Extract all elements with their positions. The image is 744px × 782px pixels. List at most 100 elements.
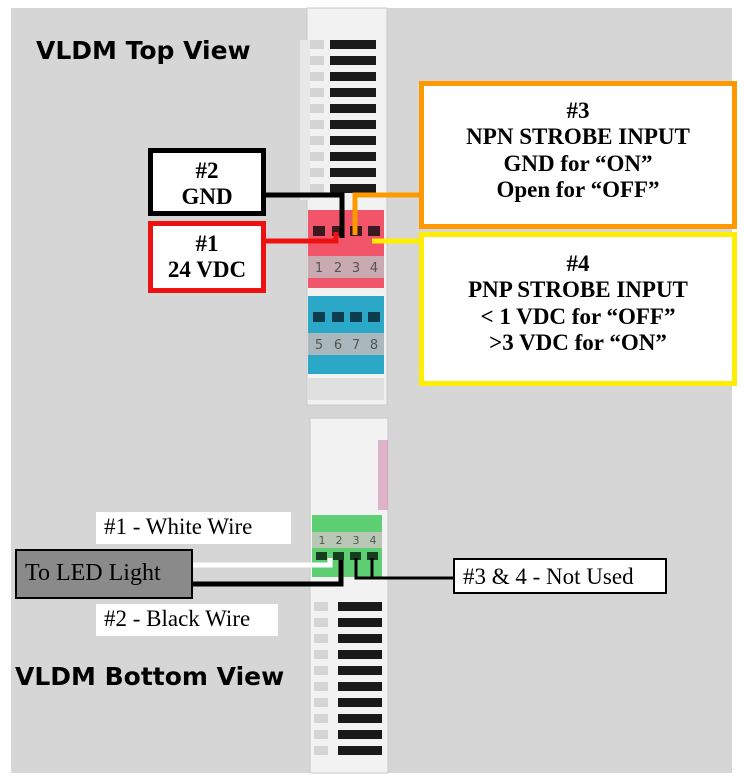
terminal-socket (313, 312, 325, 322)
terminal-socket (332, 226, 344, 236)
vent-slot (338, 698, 382, 707)
vent-rib (310, 56, 324, 65)
to-led-light-box: To LED Light (15, 549, 193, 599)
vent-rib (314, 666, 328, 675)
terminal-socket (316, 552, 327, 560)
terminal-socket (313, 226, 325, 236)
bottom-terminal-3-number: 3 (353, 534, 360, 547)
bottom-module-edge (378, 440, 388, 510)
vent-slot (338, 682, 382, 691)
vent-rib (310, 136, 324, 145)
wire-pin3-orange (352, 192, 421, 235)
vent-rib (310, 184, 324, 193)
vent-rib (314, 602, 328, 611)
red-terminal-numbers-strip (308, 256, 384, 278)
wire-white (190, 558, 333, 568)
vent-rib (314, 746, 328, 755)
top-terminal-8-number: 8 (370, 338, 378, 353)
bottom-terminal-1-number: 1 (319, 534, 326, 547)
bottom-module-body (309, 417, 389, 774)
vent-slot (338, 746, 382, 755)
vent-rib (310, 40, 324, 49)
top-terminal-5-number: 5 (315, 338, 323, 353)
terminal-socket (367, 552, 378, 560)
top-module-side-rib (300, 40, 310, 200)
vent-slot (338, 650, 382, 659)
terminal-socket (350, 552, 361, 560)
vent-slot (338, 634, 382, 643)
vent-rib (314, 618, 328, 627)
vent-rib (314, 714, 328, 723)
callout-pin1-24vdc: #1 24 VDC (148, 221, 266, 293)
green-terminal-sockets (316, 552, 378, 560)
wire-black (190, 560, 344, 587)
green-terminal-numbers-strip (312, 532, 382, 548)
callout-pin1-text: 24 VDC (167, 257, 247, 283)
bottom-vent-slots (314, 602, 382, 755)
callout-pin1-number: #1 (195, 231, 219, 256)
vent-slot (330, 168, 376, 177)
vent-slot (330, 152, 376, 161)
vent-rib (310, 88, 324, 97)
callout-pin3-number: #3 (566, 98, 590, 123)
black-wire-label: #2 - Black Wire (96, 604, 278, 636)
callout-pin3-on: GND for “ON” (503, 150, 653, 176)
vent-slot (330, 184, 376, 193)
vent-rib (310, 104, 324, 113)
not-used-label: #3 & 4 - Not Used (453, 558, 667, 594)
vent-rib (314, 634, 328, 643)
top-terminal-3-number: 3 (352, 261, 360, 276)
vent-rib (310, 168, 324, 177)
wire-not-used-3 (354, 558, 454, 580)
vent-rib (310, 120, 324, 129)
vent-rib (310, 72, 324, 81)
vent-slot (330, 136, 376, 145)
white-wire-label: #1 - White Wire (96, 512, 291, 544)
terminal-socket (368, 226, 380, 236)
vent-slot (330, 120, 376, 129)
callout-pin4-number: #4 (566, 251, 590, 276)
vent-rib (314, 698, 328, 707)
top-vent-slots (310, 40, 376, 193)
bottom-view-title: VLDM Bottom View (15, 662, 285, 691)
callout-pin4-pnp: #4 PNP STROBE INPUT < 1 VDC for “OFF” >3… (419, 232, 737, 386)
callout-pin2-number: #2 (195, 158, 219, 183)
vent-slot (330, 104, 376, 113)
callout-pin4-title: PNP STROBE INPUT (468, 277, 688, 303)
wire-pin2-black (264, 192, 345, 238)
top-module-foot (308, 378, 384, 400)
top-terminal-4-number: 4 (370, 261, 378, 276)
callout-pin3-title: NPN STROBE INPUT (466, 124, 690, 150)
bottom-module (309, 417, 389, 774)
vent-slot (338, 602, 382, 611)
bottom-terminal-4-number: 4 (370, 534, 377, 547)
callout-pin4-off: < 1 VDC for “OFF” (480, 303, 676, 329)
callout-pin2-text: GND (181, 184, 233, 210)
top-terminal-1-number: 1 (315, 261, 323, 276)
blue-terminal-sockets (313, 312, 380, 322)
top-module (300, 7, 388, 406)
vent-slot (330, 40, 376, 49)
vent-slot (338, 666, 382, 675)
vent-slot (330, 56, 376, 65)
top-terminal-7-number: 7 (352, 338, 360, 353)
vent-slot (338, 714, 382, 723)
vent-slot (330, 72, 376, 81)
wire-pin1-red (265, 232, 339, 244)
terminal-socket (333, 552, 344, 560)
blue-terminal-numbers-strip (308, 333, 384, 355)
terminal-socket (350, 312, 362, 322)
callout-pin3-off: Open for “OFF” (496, 177, 660, 203)
top-view-title: VLDM Top View (36, 36, 251, 65)
vent-rib (310, 152, 324, 161)
top-terminal-2-number: 2 (334, 261, 342, 276)
vent-slot (338, 618, 382, 627)
top-terminal-6-number: 6 (334, 338, 342, 353)
bottom-terminal-2-number: 2 (336, 534, 343, 547)
callout-pin4-on: >3 VDC for “ON” (489, 330, 667, 356)
vent-rib (314, 650, 328, 659)
vent-rib (314, 682, 328, 691)
vent-rib (314, 730, 328, 739)
